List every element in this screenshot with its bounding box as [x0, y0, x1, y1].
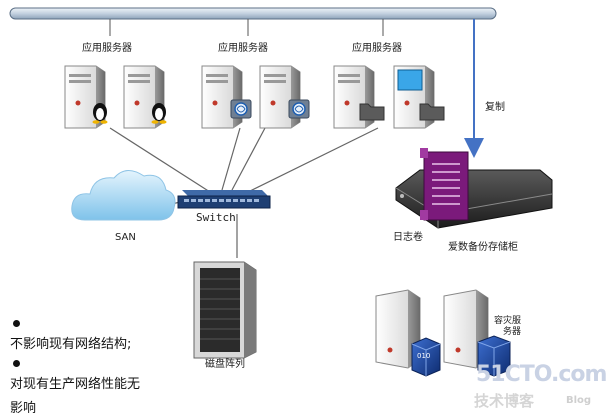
web-globe-icon [230, 99, 252, 119]
backup-storage-label: 爱数备份存储柜 [448, 242, 518, 253]
lun-label: 010 [417, 352, 431, 360]
backup-storage-cabinet [395, 169, 553, 229]
bullet-text-3: 影响 [10, 401, 37, 416]
app-server-group-2-label: 应用服务器 [218, 43, 268, 54]
watermark-site: 51CTO.com [476, 362, 606, 387]
folder-icon [359, 103, 385, 121]
bullet-dot [13, 360, 20, 367]
app-server-group-3-label: 应用服务器 [352, 43, 402, 54]
disk-array-label: 磁盘阵列 [205, 359, 245, 370]
linux-penguin-icon [151, 103, 167, 124]
web-globe-icon [288, 99, 310, 119]
dr-server-label-line2: 务器 [503, 327, 522, 337]
app-server-web-2 [259, 65, 301, 129]
data-cube-icon [411, 337, 441, 377]
network-switch [177, 190, 271, 209]
bus-drop-lines [109, 19, 384, 36]
san-label: SAN [115, 232, 136, 243]
app-server-group-1-label: 应用服务器 [82, 43, 132, 54]
switch-label: Switch [196, 211, 236, 224]
bullet-text-2: 对现有生产网络性能无 [10, 377, 141, 392]
watermark-sub: 技术博客 [474, 392, 535, 410]
san-cloud [71, 170, 176, 221]
data-cube-icon [477, 335, 511, 377]
log-volume-label: 日志卷 [393, 232, 423, 243]
dr-server-1 [375, 289, 421, 369]
disk-array [193, 261, 257, 359]
log-volume-icon [420, 148, 469, 221]
dr-server-label-line1: 容灾服 [494, 316, 522, 326]
bullet-text-1: 不影响现有网络结构; [10, 337, 132, 352]
watermark-blog: Blog [566, 395, 592, 406]
folder-icon [419, 103, 445, 121]
replication-label: 复制 [485, 102, 505, 113]
linux-penguin-icon [92, 103, 108, 124]
network-bus [9, 7, 497, 20]
switch-links [109, 127, 379, 258]
app-server-web-1 [201, 65, 243, 129]
bullet-dot [13, 320, 20, 327]
